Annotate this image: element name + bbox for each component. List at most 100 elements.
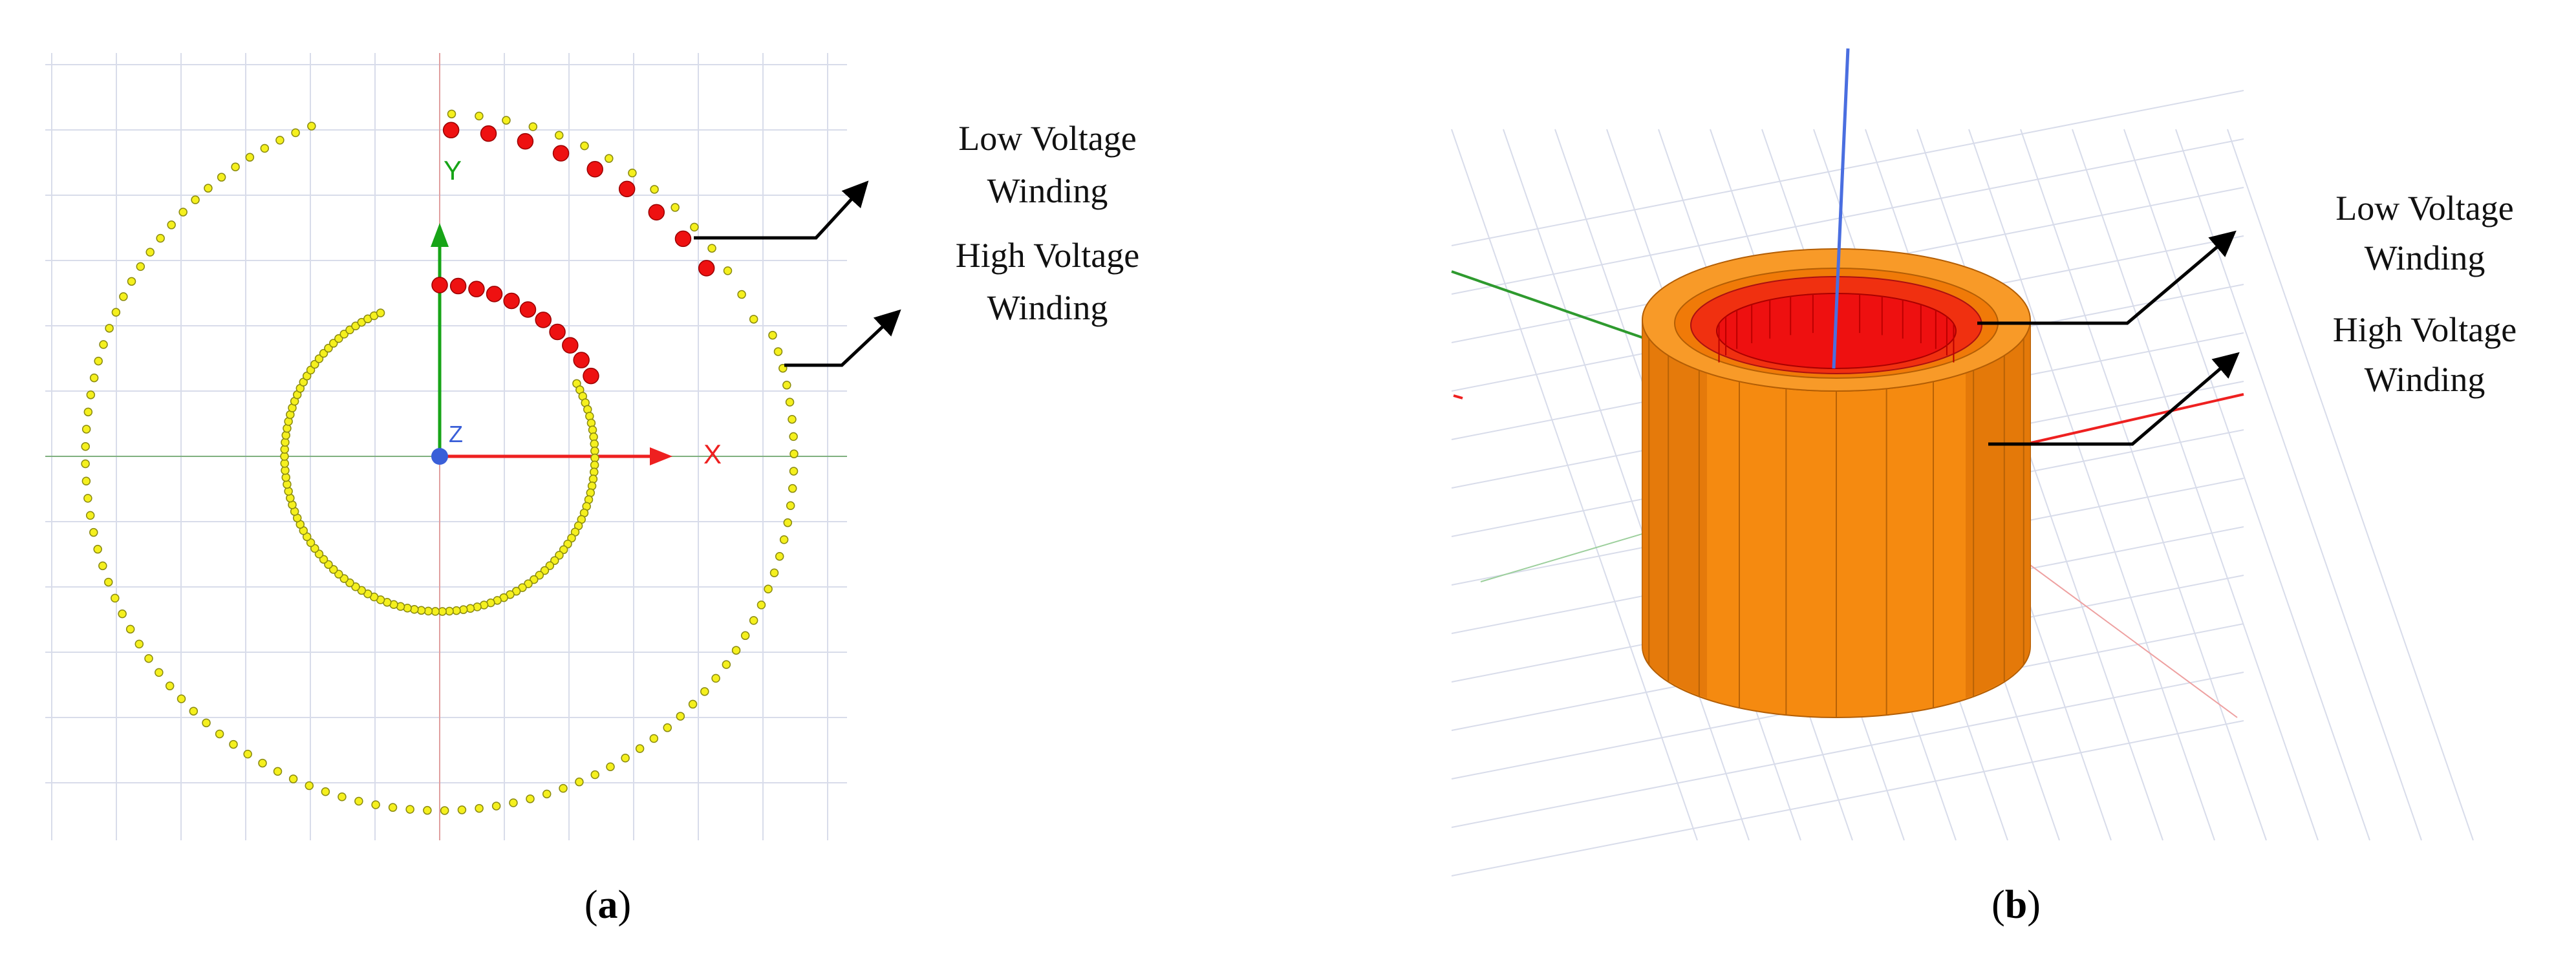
conductor-dot (503, 292, 520, 310)
conductor-dot (775, 551, 784, 561)
conductor-dot (618, 180, 636, 198)
conductor-dot (789, 432, 798, 441)
low-voltage-label-b-line1: Low Voltage (2335, 189, 2513, 228)
conductor-dot (528, 122, 538, 131)
conductor-dot (789, 467, 799, 476)
conductor-dot (165, 681, 175, 690)
b-y-axis-faint (1480, 529, 1656, 582)
conductor-dot (663, 723, 672, 732)
conductor-dot (125, 624, 135, 634)
conductor-dot (475, 803, 484, 813)
conductor-dot (583, 367, 599, 385)
conductor-dot (573, 352, 590, 368)
conductor-dot (502, 116, 511, 125)
conductor-dot (737, 290, 746, 299)
conductor-dot (628, 168, 637, 178)
conductor-dot (99, 340, 108, 349)
low-voltage-label-a-line2: Winding (987, 171, 1108, 210)
grid-line (2072, 129, 2319, 841)
conductor-dot (376, 308, 385, 317)
conductor-dot (111, 308, 121, 317)
conductor-dot (783, 518, 793, 527)
conductor-dot (305, 781, 314, 791)
conductor-dot (217, 173, 226, 182)
conductor-dot (105, 324, 114, 333)
conductor-dot (650, 185, 659, 194)
conductor-dot (676, 712, 685, 721)
conductor-dot (635, 744, 645, 753)
conductor-dot (354, 796, 363, 806)
caption-a: (a) (585, 883, 631, 927)
grid-line (2227, 129, 2474, 841)
conductor-dot (423, 805, 432, 815)
conductor-dot (81, 425, 91, 434)
conductor-dot (517, 133, 534, 150)
conductor-dot (288, 774, 298, 783)
grid-line (1451, 90, 2244, 246)
conductor-dot (605, 154, 614, 163)
conductor-dot (648, 204, 665, 221)
conductor-dot (588, 474, 598, 484)
conductor-dot (575, 777, 584, 787)
low-voltage-callout-line-b (1977, 230, 2237, 325)
conductor-dot (786, 501, 795, 511)
conductor-dot (698, 260, 715, 277)
conductor-dot (306, 365, 316, 375)
conductor-dot (111, 593, 120, 603)
panel-a-top-view: X Y Z Low Voltage Winding High Voltage W… (45, 53, 1139, 927)
grid-line (2123, 129, 2370, 841)
conductor-dot (782, 381, 791, 390)
conductor-dot (167, 220, 176, 229)
conductor-dot (351, 582, 360, 591)
conductor-dot (586, 161, 603, 178)
conductor-dot (191, 195, 200, 204)
conductor-dot (757, 600, 766, 610)
grid-line (1451, 138, 2244, 295)
conductor-dot (134, 639, 144, 649)
conductor-dot (204, 184, 213, 193)
grid-line (1451, 129, 1698, 841)
conductor-dot (283, 423, 292, 433)
conductor-dot (405, 805, 414, 814)
conductor-dot (281, 430, 290, 440)
conductor-dot (475, 111, 484, 121)
conductor-dot (519, 301, 537, 318)
conductor-dot (588, 425, 597, 434)
grid-line (1451, 720, 2244, 877)
x-axis-arrowhead (650, 447, 672, 465)
conductor-dot (260, 143, 270, 153)
panel-a-axes: X Y Z (45, 53, 847, 840)
conductor-dot (245, 153, 255, 162)
conductor-dot (749, 315, 758, 324)
conductor-dot (202, 718, 211, 728)
conductor-dot (291, 128, 300, 138)
conductor-dot (410, 605, 419, 614)
conductor-dot (554, 131, 564, 140)
panel-b-3d-view: Low Voltage Winding High Voltage Winding… (1451, 48, 2517, 927)
b-x-axis-faint (1991, 536, 2238, 718)
conductor-dot (371, 800, 380, 809)
hv-winding-shade-right (1966, 320, 2030, 698)
conductor-dot (649, 734, 659, 743)
conductor-dot (310, 544, 319, 553)
conductor-dot (457, 805, 467, 814)
conductor-dot (621, 753, 630, 763)
conductor-dot (284, 487, 293, 496)
conductor-dot (707, 244, 716, 253)
conductor-dot (559, 783, 568, 793)
conductor-dot (590, 770, 599, 780)
conductor-dot (118, 609, 127, 619)
low-voltage-label-b-line2: Winding (2365, 239, 2485, 277)
conductor-dot (722, 660, 731, 669)
conductor-dot (86, 390, 96, 399)
conductor-dot (229, 739, 238, 749)
y-axis-arrowhead (431, 223, 449, 247)
conductor-dot (155, 668, 164, 677)
conductor-dot (690, 222, 699, 232)
x-axis-label: X (703, 439, 722, 469)
conductor-dot (606, 762, 615, 771)
conductor-dot (688, 699, 698, 709)
conductor-dot (275, 136, 284, 145)
conductor-dot (93, 544, 102, 554)
